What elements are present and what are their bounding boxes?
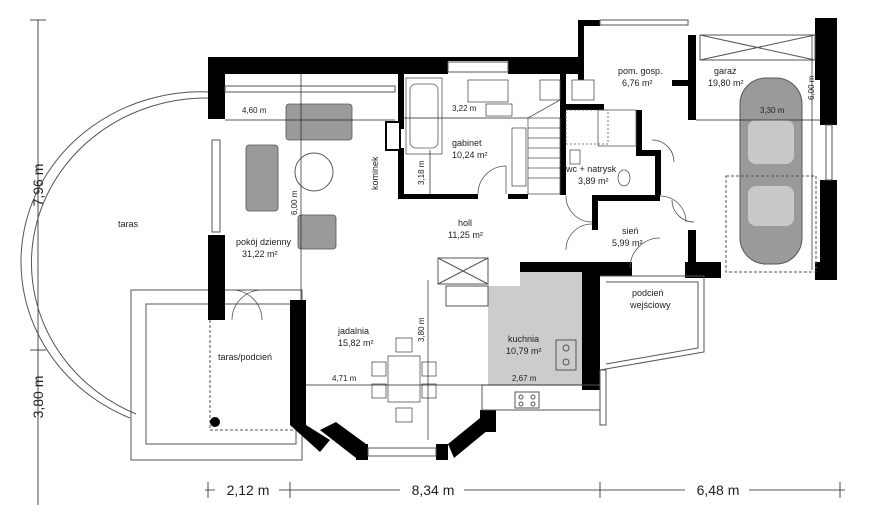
dim-330: 3,30 m (760, 106, 785, 115)
label-taras-podcien: taras/podcień (218, 352, 272, 362)
room-area-garaz: 19,80 m² (708, 78, 744, 88)
dim-bottom-left: 2,12 m (227, 482, 270, 498)
dim-322: 3,22 m (452, 104, 477, 113)
room-area-sien: 5,99 m² (612, 238, 643, 248)
living-furniture (245, 103, 401, 250)
dim-left-lower: 3,80 m (30, 376, 46, 419)
room-name-kuchnia: kuchnia (508, 334, 539, 344)
room-name-sien: sień (622, 226, 639, 236)
room-area-pokoj: 31,22 m² (242, 249, 278, 259)
room-name-pom: pom. gosp. (618, 66, 663, 76)
car (725, 77, 817, 273)
room-name-garaz: garaż (714, 66, 737, 76)
dim-bottom-right: 6,48 m (697, 482, 740, 498)
dim-600-garage: 6,00 m (807, 75, 816, 100)
doors (231, 139, 695, 321)
label-taras: taras (118, 219, 139, 229)
room-name-wc: wc + natrysk (565, 164, 617, 174)
terrace-arc (20, 91, 211, 419)
room-name-jadalnia: jadalnia (337, 326, 369, 336)
room-name-pokoj: pokój dzienny (236, 237, 292, 247)
room-name-holl: holl (458, 218, 472, 228)
dim-600-living: 6,00 m (290, 190, 299, 215)
room-area-wc: 3,89 m² (578, 176, 609, 186)
dim-318: 3,18 m (417, 160, 426, 185)
room-area-holl: 11,25 m² (448, 230, 483, 240)
dim-total-height: 7,96 m (30, 164, 46, 207)
label-podcien-1: podcień (632, 288, 664, 298)
internal-dims (225, 35, 820, 440)
podcien-entry (599, 275, 705, 371)
study-furniture (405, 77, 527, 187)
label-podcien-2: wejściowy (629, 300, 671, 310)
stairs (527, 79, 561, 195)
room-area-pom: 6,76 m² (622, 78, 653, 88)
label-kominek: kominek (370, 156, 380, 190)
walls (208, 18, 837, 460)
dim-bottom-mid: 8,34 m (412, 482, 455, 498)
dining-table (371, 337, 437, 423)
bathroom-fixtures (565, 79, 637, 187)
dim-471: 4,71 m (332, 374, 357, 383)
room-name-gabinet: gabinet (452, 138, 482, 148)
room-area-jadalnia: 15,82 m² (338, 338, 374, 348)
room-area-gabinet: 10,24 m² (452, 150, 488, 160)
dim-460: 4,60 m (242, 106, 267, 115)
dim-380-dining: 3,80 m (417, 317, 426, 342)
room-area-kuchnia: 10,79 m² (506, 346, 542, 356)
windows (211, 19, 833, 457)
dim-267: 2,67 m (512, 374, 537, 383)
